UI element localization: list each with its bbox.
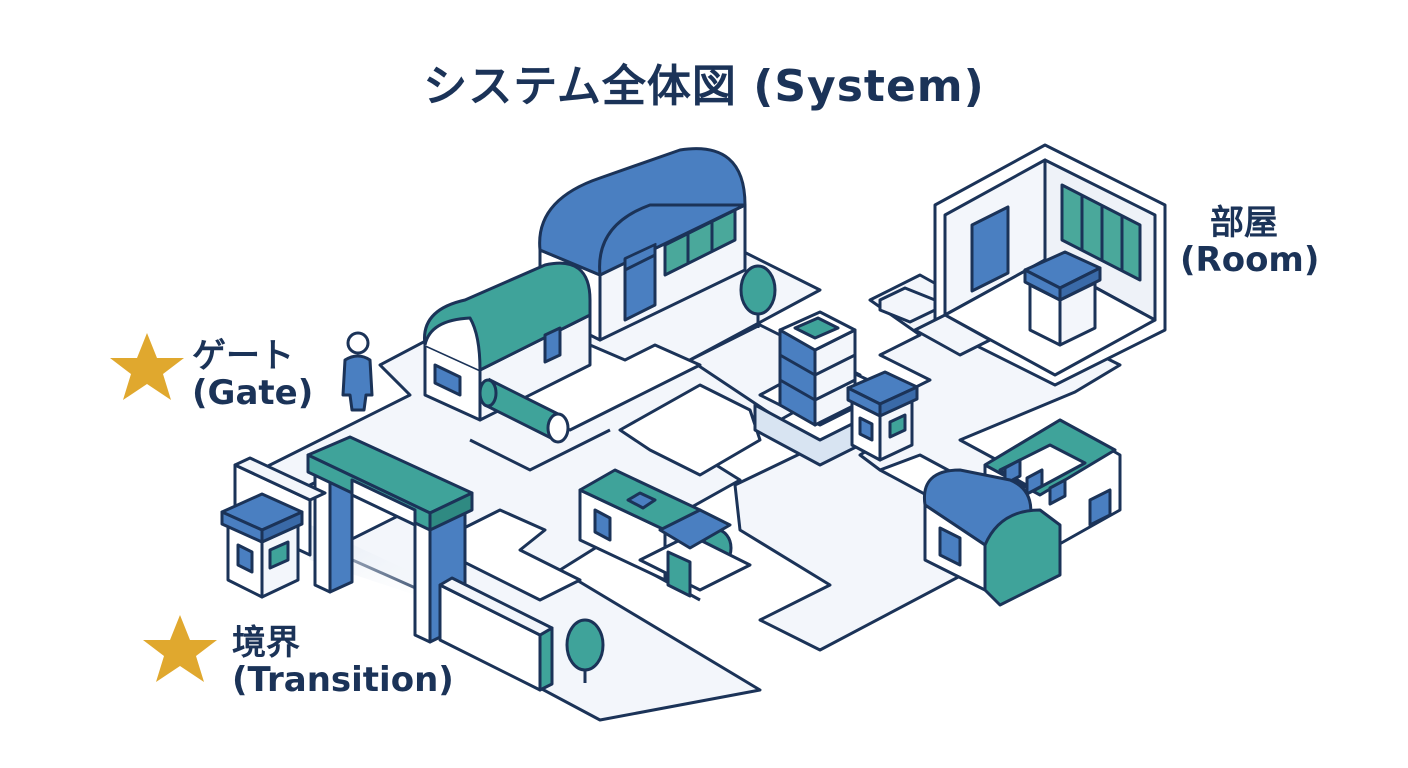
- gate-label: ゲート (Gate): [192, 336, 314, 414]
- star-icon: [110, 333, 184, 400]
- guard-booth-center: [846, 370, 919, 462]
- room-label-ja: 部屋: [1210, 203, 1278, 243]
- room-label-en: (Room): [1180, 240, 1320, 281]
- server-stack-icon: [753, 310, 902, 467]
- hangar-building: [922, 418, 1122, 607]
- gate-label-en: (Gate): [192, 373, 314, 414]
- transition-label-en: (Transition): [232, 660, 454, 701]
- page-title: システム全体図 (System): [423, 61, 985, 112]
- room-connector: [878, 286, 992, 357]
- guard-booth-left: [220, 492, 304, 599]
- transition-label: 境界 (Transition): [232, 623, 454, 701]
- room-box: [933, 143, 1167, 387]
- center-building: [578, 468, 752, 598]
- person-icon: [341, 331, 374, 412]
- gate-label-ja: ゲート: [192, 336, 294, 376]
- tree-icon: [739, 264, 777, 328]
- pipe: [478, 377, 570, 444]
- transition-label-ja: 境界: [232, 623, 300, 663]
- star-icon: [143, 615, 217, 682]
- tree-icon: [565, 618, 605, 683]
- room-label: 部屋 (Room): [1180, 203, 1320, 281]
- front-wall: [438, 576, 554, 692]
